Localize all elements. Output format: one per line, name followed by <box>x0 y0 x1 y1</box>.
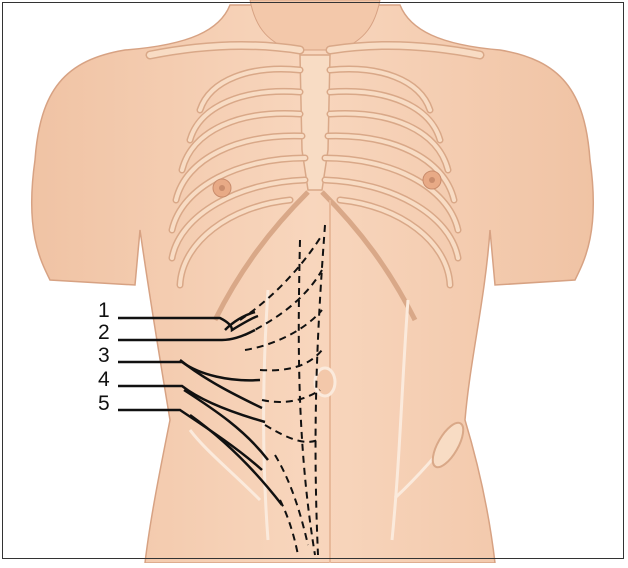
label-5: 5 <box>98 392 110 415</box>
nipple-left <box>213 179 231 197</box>
label-1: 1 <box>98 299 110 322</box>
nipple-right <box>423 171 441 189</box>
sternum <box>300 55 330 190</box>
label-2: 2 <box>98 321 110 344</box>
label-3: 3 <box>98 344 110 367</box>
label-4: 4 <box>98 368 110 391</box>
umbilicus <box>315 368 335 396</box>
